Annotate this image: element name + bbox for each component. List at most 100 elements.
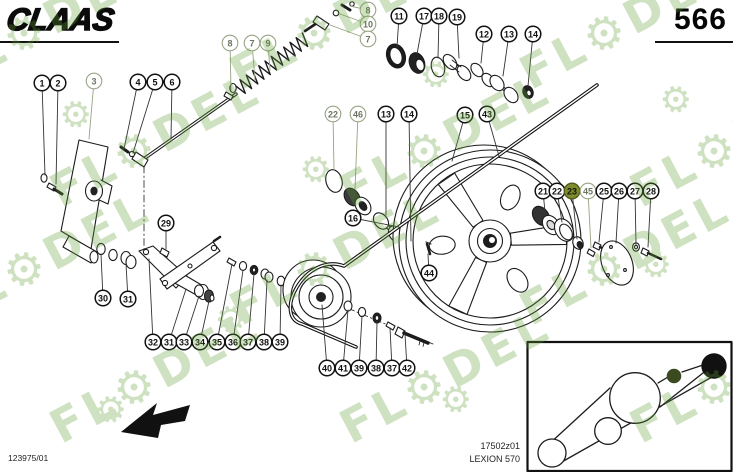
callout-13: 13 [377, 105, 395, 216]
callout-7: 7 [329, 24, 377, 48]
callout-37: 37 [383, 327, 401, 377]
svg-text:31: 31 [123, 294, 133, 304]
svg-text:29: 29 [161, 218, 171, 228]
callout-6: 6 [163, 73, 181, 140]
callout-5: 5 [132, 73, 164, 154]
svg-text:4: 4 [135, 77, 140, 87]
callout-22: 22 [548, 182, 566, 223]
svg-text:8: 8 [365, 5, 370, 15]
svg-text:45: 45 [583, 186, 593, 196]
callout-40: 40 [318, 304, 336, 377]
svg-text:38: 38 [259, 337, 269, 347]
svg-text:3: 3 [91, 76, 96, 86]
svg-text:6: 6 [169, 77, 174, 87]
svg-text:19: 19 [452, 12, 462, 22]
callout-41: 41 [334, 309, 352, 377]
svg-text:22: 22 [552, 186, 562, 196]
svg-text:10: 10 [363, 19, 373, 29]
callout-12: 12 [475, 25, 493, 64]
svg-text:8: 8 [227, 38, 232, 48]
callout-26: 26 [610, 182, 628, 244]
bearing-parts-mid [325, 169, 417, 254]
svg-text:7: 7 [365, 34, 370, 44]
svg-text:40: 40 [322, 363, 332, 373]
callout-32: 32 [144, 258, 162, 351]
svg-text:39: 39 [354, 363, 364, 373]
callout-30: 30 [94, 253, 112, 307]
svg-text:14: 14 [404, 109, 414, 119]
washer-parts-left [96, 242, 170, 270]
svg-text:14: 14 [528, 29, 538, 39]
svg-text:7: 7 [249, 38, 254, 48]
svg-text:27: 27 [630, 186, 640, 196]
svg-text:36: 36 [228, 337, 238, 347]
callout-27: 27 [626, 182, 644, 245]
callout-44: 44 [420, 253, 438, 282]
svg-text:41: 41 [338, 363, 348, 373]
direction-arrow [121, 403, 190, 438]
callout-45: 45 [579, 182, 597, 249]
callout-15: 15 [451, 106, 474, 162]
lever-bolt-washer-parts [40, 173, 64, 196]
set-screw-part [425, 241, 432, 256]
callout-39: 39 [271, 284, 289, 351]
callout-14: 14 [524, 25, 542, 87]
callout-37: 37 [239, 273, 257, 351]
callout-3: 3 [85, 72, 103, 140]
hub-hardware-parts-right [531, 205, 663, 286]
svg-text:30: 30 [98, 293, 108, 303]
drive-belt [288, 83, 599, 349]
callout-8: 8 [221, 34, 239, 91]
svg-text:38: 38 [371, 363, 381, 373]
svg-text:11: 11 [394, 11, 404, 21]
callout-1: 1 [33, 74, 51, 176]
svg-text:25: 25 [599, 186, 609, 196]
callout-13: 13 [500, 25, 518, 77]
svg-text:42: 42 [402, 363, 412, 373]
svg-text:37: 37 [387, 363, 397, 373]
inset-drive-pulley [701, 353, 727, 379]
model-name: LEXION 570 [469, 454, 520, 464]
svg-text:32: 32 [148, 337, 158, 347]
svg-text:17: 17 [419, 11, 429, 21]
main-pulley-part [392, 144, 582, 333]
svg-text:33: 33 [179, 337, 189, 347]
svg-text:12: 12 [479, 29, 489, 39]
header-rule-right [655, 41, 733, 43]
callout-9: 9 [259, 34, 277, 71]
svg-text:23: 23 [567, 186, 577, 196]
callout-43: 43 [478, 105, 500, 157]
svg-text:26: 26 [614, 186, 624, 196]
callout-7: 7 [243, 34, 261, 81]
tension-lever-part [60, 139, 113, 264]
header-rule-left [0, 41, 119, 43]
svg-text:31: 31 [164, 337, 174, 347]
callout-36: 36 [224, 269, 244, 351]
callout-38: 38 [367, 321, 385, 377]
drawing-reference: 17502z01 [480, 441, 520, 451]
callout-28: 28 [642, 182, 660, 248]
svg-text:34: 34 [195, 337, 205, 347]
callout-2: 2 [49, 74, 67, 185]
callout-34: 34 [191, 300, 210, 351]
svg-text:37: 37 [243, 337, 253, 347]
svg-text:1: 1 [39, 78, 44, 88]
callout-38: 38 [255, 279, 273, 351]
callout-16: 16 [344, 209, 400, 228]
belt-routing-inset [526, 340, 733, 472]
callout-10: 10 [339, 13, 377, 33]
svg-text:46: 46 [353, 109, 363, 119]
callout-19: 19 [448, 8, 466, 59]
crank-hardware-parts [193, 257, 286, 303]
callout-31: 31 [160, 288, 187, 351]
svg-text:15: 15 [460, 110, 470, 120]
svg-text:16: 16 [348, 213, 358, 223]
svg-text:2: 2 [55, 78, 60, 88]
svg-text:43: 43 [482, 109, 492, 119]
adjuster-rod-parts [119, 92, 238, 168]
svg-text:39: 39 [275, 337, 285, 347]
doc-reference: 123975/01 [8, 453, 49, 463]
